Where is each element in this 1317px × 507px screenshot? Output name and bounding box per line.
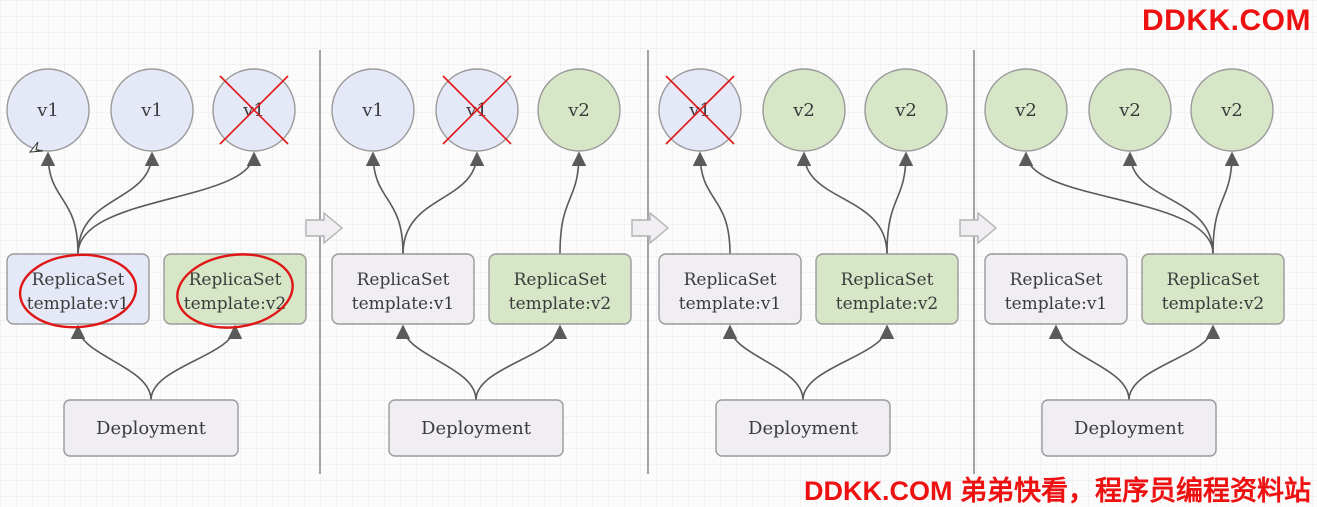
deployment-label: Deployment — [1074, 418, 1185, 439]
replicaset-title: ReplicaSet — [1167, 270, 1260, 290]
deployment-label: Deployment — [421, 418, 532, 439]
pod-label: v1 — [140, 100, 163, 121]
pod-label: v2 — [1118, 100, 1141, 121]
edge-deployment-to-replicaset — [395, 324, 477, 401]
edge-replicaset-to-pod — [77, 151, 160, 255]
hand-drawn-circle-annotation — [18, 253, 138, 329]
edge-replicaset-to-pod — [1018, 151, 1214, 255]
pod-label: v2 — [1220, 100, 1243, 121]
replicaset-title: ReplicaSet — [32, 270, 125, 290]
replicaset-box — [1141, 253, 1285, 325]
stage-arrow — [631, 211, 670, 245]
pod-circle — [984, 68, 1068, 152]
pod-circle — [864, 68, 948, 152]
cursor-icon — [28, 141, 44, 153]
watermark-bottom: DDKK.COM 弟弟快看，程序员编程资料站 — [804, 476, 1311, 506]
edge-deployment-to-replicaset — [722, 324, 804, 401]
edge-replicaset-to-pod — [692, 151, 731, 255]
pod-circle — [1088, 68, 1172, 152]
replicaset-box — [658, 253, 802, 325]
pod-deleted-cross — [665, 75, 735, 145]
stage-arrow — [305, 211, 344, 245]
watermark-top: DDKK.COM — [1142, 4, 1311, 37]
deployment-box — [63, 399, 239, 457]
replicaset-title: ReplicaSet — [357, 270, 450, 290]
pod-label: v2 — [567, 100, 590, 121]
pod-circle — [331, 68, 415, 152]
replicaset-template: template:v1 — [27, 294, 130, 314]
pod-label: v1 — [36, 100, 59, 121]
replicaset-title: ReplicaSet — [514, 270, 607, 290]
edge-replicaset-to-pod — [402, 151, 485, 255]
replicaset-template: template:v2 — [836, 294, 939, 314]
edge-deployment-to-replicaset — [70, 324, 152, 401]
replicaset-box — [984, 253, 1128, 325]
replicaset-box — [488, 253, 632, 325]
replicaset-template: template:v2 — [1162, 294, 1265, 314]
edge-deployment-to-replicaset — [150, 324, 243, 401]
pod-circle — [6, 68, 90, 152]
edge-replicaset-to-pod — [886, 151, 914, 255]
deployment-label: Deployment — [96, 418, 207, 439]
edge-replicaset-to-pod — [40, 151, 79, 255]
edge-replicaset-to-pod — [77, 151, 262, 255]
pod-label: v2 — [792, 100, 815, 121]
replicaset-template: template:v1 — [352, 294, 455, 314]
edge-deployment-to-replicaset — [475, 324, 568, 401]
replicaset-box — [331, 253, 475, 325]
deployment-label: Deployment — [748, 418, 859, 439]
pod-circle — [1190, 68, 1274, 152]
edge-replicaset-to-pod — [1122, 151, 1214, 255]
replicaset-template: template:v2 — [184, 294, 287, 314]
replicaset-template: template:v1 — [1005, 294, 1108, 314]
replicaset-title: ReplicaSet — [684, 270, 777, 290]
edge-replicaset-to-pod — [1212, 151, 1240, 255]
replicaset-title: ReplicaSet — [841, 270, 934, 290]
pod-circle — [762, 68, 846, 152]
edge-replicaset-to-pod — [559, 151, 587, 255]
edge-deployment-to-replicaset — [1048, 324, 1130, 401]
hand-drawn-circle-annotation — [176, 253, 294, 329]
pod-label: v2 — [1014, 100, 1037, 121]
edge-deployment-to-replicaset — [1128, 324, 1221, 401]
pod-circle — [110, 68, 194, 152]
pod-deleted-cross — [219, 75, 289, 145]
edge-replicaset-to-pod — [365, 151, 404, 255]
replicaset-template: template:v2 — [509, 294, 612, 314]
edge-deployment-to-replicaset — [802, 324, 895, 401]
deployment-box — [1041, 399, 1217, 457]
pod-label: v2 — [894, 100, 917, 121]
pod-label: v1 — [361, 100, 384, 121]
pod-circle — [537, 68, 621, 152]
replicaset-template: template:v1 — [679, 294, 782, 314]
deployment-box — [715, 399, 891, 457]
replicaset-title: ReplicaSet — [1010, 270, 1103, 290]
pod-deleted-cross — [442, 75, 512, 145]
stage-arrow — [959, 211, 998, 245]
edge-replicaset-to-pod — [796, 151, 888, 255]
replicaset-box — [815, 253, 959, 325]
deployment-box — [388, 399, 564, 457]
replicaset-title: ReplicaSet — [189, 270, 282, 290]
